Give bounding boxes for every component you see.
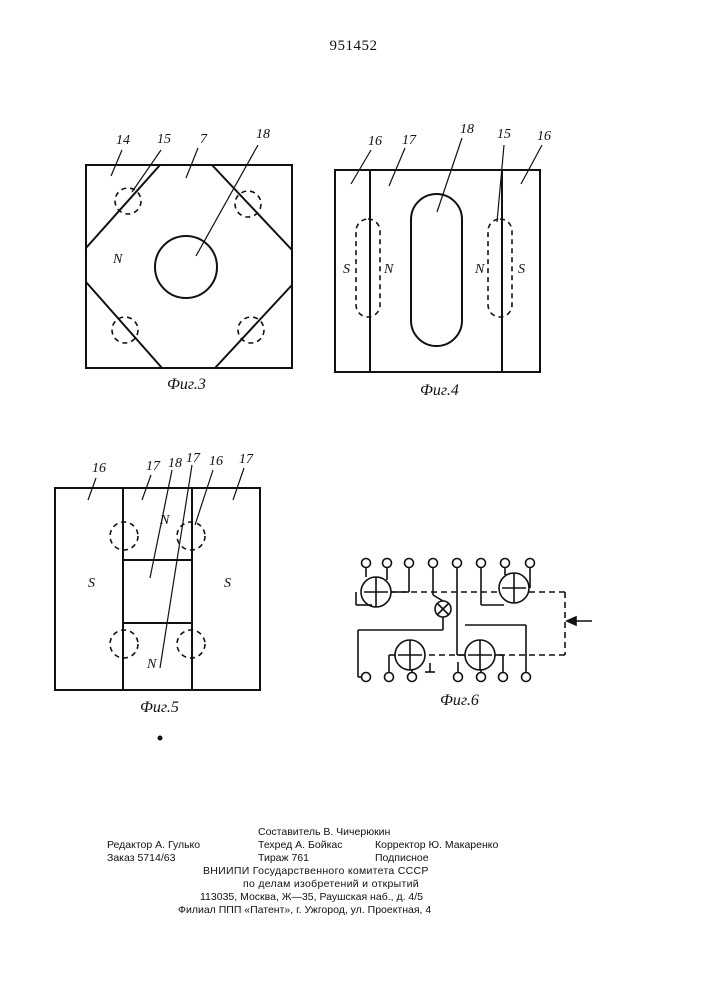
imprint-compiler: Составитель В. Чичерюкин bbox=[258, 826, 390, 839]
fig5-pole-s-left: S bbox=[88, 576, 95, 591]
fig3-leader-7 bbox=[186, 148, 198, 178]
fig6-switch-top-left bbox=[356, 577, 391, 607]
fig3-leader-15 bbox=[132, 150, 161, 192]
fig4-leader-17 bbox=[389, 148, 405, 186]
fig4-central-slot bbox=[411, 194, 462, 346]
fig3-label-18: 18 bbox=[256, 127, 270, 142]
fig5-leader-17b bbox=[160, 465, 192, 668]
imprint-branch: Филиал ППП «Патент», г. Ужгород, ул. Про… bbox=[178, 904, 431, 917]
imprint-subscription: Подписное bbox=[375, 852, 429, 865]
fig4-label-17: 17 bbox=[402, 133, 417, 148]
fig4-pole-s-left: S bbox=[343, 262, 350, 277]
fig4-label-18: 18 bbox=[460, 122, 474, 137]
fig4-label-16b: 16 bbox=[537, 129, 551, 144]
fig4-leader-16b bbox=[521, 145, 542, 184]
fig5-leader-17c bbox=[233, 468, 244, 500]
imprint-org-line2: по делам изобретений и открытий bbox=[243, 878, 419, 891]
fig3-diagonal-top-left bbox=[86, 165, 160, 248]
imprint-proofreader: Корректор Ю. Макаренко bbox=[375, 839, 498, 852]
fig6-bottom-terminals bbox=[362, 673, 531, 682]
fig5-pole-s-right: S bbox=[224, 576, 231, 591]
fig5-label-17b: 17 bbox=[186, 451, 201, 466]
imprint-tech-editor: Техред А. Бойкас bbox=[258, 839, 343, 852]
fig3-label-7: 7 bbox=[200, 132, 208, 147]
fig4-magnet-left bbox=[356, 219, 380, 317]
fig6-switch-bottom-right bbox=[465, 640, 495, 670]
fig6-switch-top-right bbox=[499, 573, 529, 603]
fig3-diagonal-bottom-right bbox=[215, 285, 292, 368]
imprint-address: 113035, Москва, Ж—35, Раушская наб., д. … bbox=[200, 891, 423, 904]
fig3-leader-18 bbox=[196, 145, 258, 256]
fig4-pole-n-left: N bbox=[383, 262, 394, 277]
fig4-leader-18 bbox=[437, 138, 462, 212]
imprint-editor: Редактор А. Гулько bbox=[107, 839, 200, 852]
fig6-caption: Фиг.6 bbox=[440, 692, 479, 709]
figure-6 bbox=[356, 559, 592, 682]
imprint-circulation: Тираж 761 bbox=[258, 852, 309, 865]
fig5-label-18: 18 bbox=[168, 456, 182, 471]
fig5-leader-16b bbox=[195, 470, 213, 525]
fig3-leader-14 bbox=[111, 150, 122, 176]
fig5-caption: Фиг.5 bbox=[140, 699, 179, 716]
fig6-input-arrow bbox=[567, 617, 592, 625]
fig4-pole-s-right: S bbox=[518, 262, 525, 277]
imprint-org-line1: ВНИИПИ Государственного комитета СССР bbox=[203, 865, 429, 878]
fig5-label-17c: 17 bbox=[239, 452, 254, 467]
fig6-switch-bottom-left bbox=[395, 640, 425, 670]
fig3-diagonal-bottom-left bbox=[86, 282, 162, 368]
fig4-label-15: 15 bbox=[497, 127, 511, 142]
fig5-pole-n-top: N bbox=[159, 513, 170, 528]
stray-dot bbox=[158, 736, 163, 741]
fig3-central-hole bbox=[155, 236, 217, 298]
fig5-label-17a: 17 bbox=[146, 459, 161, 474]
fig3-label-15: 15 bbox=[157, 132, 171, 147]
fig4-label-16a: 16 bbox=[368, 134, 382, 149]
fig4-caption: Фиг.4 bbox=[420, 382, 459, 399]
fig5-pole-n-bottom: N bbox=[146, 657, 157, 672]
imprint-order: Заказ 5714/63 bbox=[107, 852, 175, 865]
figure-4 bbox=[335, 138, 542, 372]
fig4-magnet-right bbox=[488, 219, 512, 317]
fig3-magnet-circle-bl bbox=[112, 317, 138, 343]
fig3-label-14: 14 bbox=[116, 133, 130, 148]
fig4-frame bbox=[335, 170, 540, 372]
fig6-dashed-linkage bbox=[391, 592, 565, 655]
fig5-label-16a: 16 bbox=[92, 461, 106, 476]
fig4-leader-16a bbox=[351, 150, 371, 184]
fig6-lamp-symbol bbox=[435, 601, 451, 617]
fig4-pole-n-right: N bbox=[474, 262, 485, 277]
fig6-wiring bbox=[358, 568, 530, 677]
fig3-caption: Фиг.3 bbox=[167, 376, 206, 393]
fig3-pole-n: N bbox=[112, 252, 123, 267]
fig6-top-terminals bbox=[362, 559, 535, 568]
fig5-label-16b: 16 bbox=[209, 454, 223, 469]
fig3-diagonal-top-right bbox=[212, 165, 292, 250]
